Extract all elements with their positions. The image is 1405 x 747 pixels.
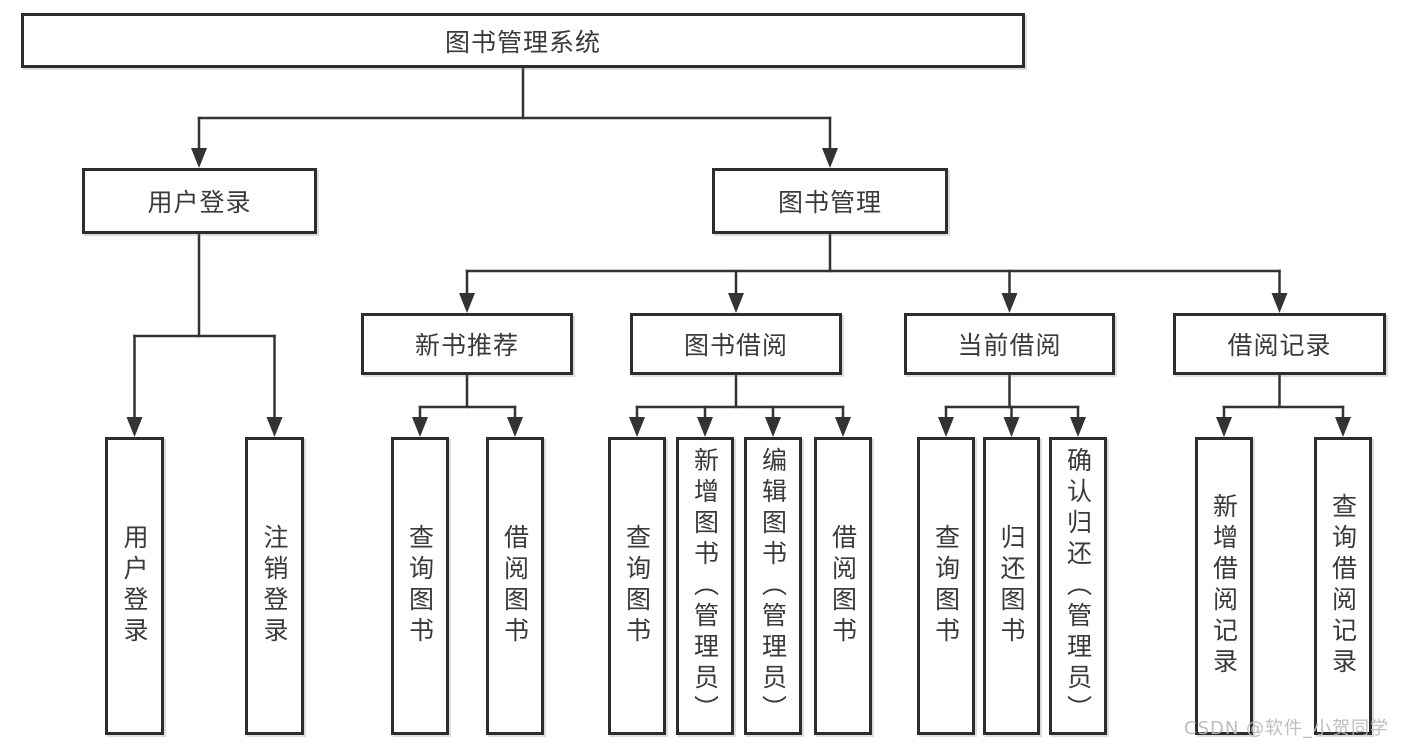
leaf-label: 注销登录 xyxy=(260,524,289,648)
leaf-label: 查询图书 xyxy=(622,524,652,648)
leaf-label: 确认归还（管理员） xyxy=(1063,446,1093,726)
leaf-edit-book-admin: 编辑图书（管理员） xyxy=(744,437,802,735)
leaf-label: 借阅图书 xyxy=(828,524,858,648)
node-label: 借阅记录 xyxy=(1227,331,1332,360)
leaf-label: 查询图书 xyxy=(931,524,961,648)
node-label: 图书借阅 xyxy=(683,331,788,360)
node-new-book-recommend: 新书推荐 xyxy=(361,313,573,375)
csdn-watermark: CSDN @软件_小贺同学 xyxy=(1184,718,1390,739)
node-book-borrow: 图书借阅 xyxy=(630,313,842,375)
leaf-label: 新增图书（管理员） xyxy=(690,446,720,726)
leaf-user-login: 用户登录 xyxy=(105,437,164,735)
leaf-return-book: 归还图书 xyxy=(983,437,1040,735)
node-borrow-records: 借阅记录 xyxy=(1173,313,1386,375)
leaf-query-books-borrow: 查询图书 xyxy=(608,437,666,735)
node-user-login: 用户登录 xyxy=(82,168,317,234)
node-label: 图书管理 xyxy=(777,188,882,217)
node-label: 当前借阅 xyxy=(957,331,1062,360)
leaf-add-borrow-record: 新增借阅记录 xyxy=(1195,437,1253,735)
leaf-borrow-books-recommend: 借阅图书 xyxy=(486,437,544,735)
leaf-borrow-books: 借阅图书 xyxy=(814,437,872,735)
leaf-confirm-return-admin: 确认归还（管理员） xyxy=(1049,437,1107,735)
leaf-logout: 注销登录 xyxy=(245,437,304,735)
leaf-label: 查询图书 xyxy=(405,524,435,648)
leaf-label: 新增借阅记录 xyxy=(1209,493,1239,679)
leaf-query-borrow-record: 查询借阅记录 xyxy=(1314,437,1372,735)
node-label: 用户登录 xyxy=(147,188,252,217)
arrowheads xyxy=(126,148,1351,437)
leaf-label: 查询借阅记录 xyxy=(1328,493,1358,679)
leaf-label: 编辑图书（管理员） xyxy=(758,446,788,726)
leaf-label: 借阅图书 xyxy=(500,524,530,648)
leaf-label: 归还图书 xyxy=(997,524,1026,648)
node-label: 图书管理系统 xyxy=(444,27,601,57)
node-book-management: 图书管理 xyxy=(712,168,948,234)
node-current-borrow: 当前借阅 xyxy=(904,313,1115,375)
leaf-query-books-current: 查询图书 xyxy=(917,437,975,735)
node-label: 新书推荐 xyxy=(414,331,519,360)
leaf-add-book-admin: 新增图书（管理员） xyxy=(676,437,734,735)
leaf-label: 用户登录 xyxy=(120,524,149,648)
leaf-query-books-recommend: 查询图书 xyxy=(391,437,449,735)
node-library-system: 图书管理系统 xyxy=(21,13,1025,68)
